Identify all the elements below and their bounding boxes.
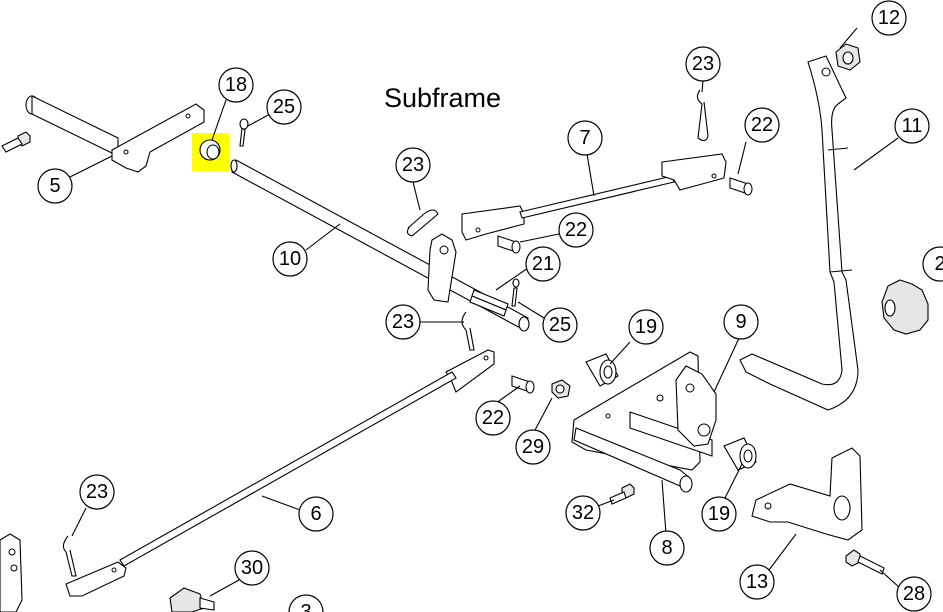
part-7-link-rod	[461, 153, 727, 241]
bolt-left	[1, 131, 31, 153]
part-22-pin-lower	[511, 375, 535, 394]
callout-19-lower: 19	[701, 496, 737, 532]
svg-text:23: 23	[692, 53, 714, 75]
svg-text:23: 23	[86, 481, 108, 503]
callout-25-lower: 25	[542, 307, 578, 343]
part-30-bolt	[169, 587, 215, 612]
callout-11: 11	[894, 108, 930, 144]
callout-6: 6	[298, 496, 334, 532]
callout-21: 21	[525, 246, 561, 282]
part-13-u-bracket	[751, 447, 863, 541]
svg-text:11: 11	[902, 115, 923, 137]
callout-22-mid: 22	[558, 212, 594, 248]
svg-text:25: 25	[549, 314, 571, 336]
part-19-bushing-lower	[723, 437, 757, 471]
callout-22-lower: 22	[475, 400, 511, 436]
callout-7: 7	[567, 120, 603, 156]
svg-text:30: 30	[241, 557, 263, 579]
part-12-nut	[835, 43, 861, 71]
svg-text:23: 23	[402, 154, 424, 176]
svg-text:25: 25	[273, 96, 295, 118]
part-19-bushing-upper	[585, 353, 619, 387]
callout-22-top: 22	[744, 107, 780, 143]
callout-19-upper: 19	[628, 309, 664, 345]
svg-text:10: 10	[279, 248, 301, 270]
svg-text:7: 7	[579, 127, 590, 149]
part-25-cotter-pin-top	[239, 118, 249, 147]
svg-text:22: 22	[751, 114, 773, 136]
callout-10: 10	[272, 241, 308, 277]
svg-text:9: 9	[735, 311, 746, 333]
svg-text:12: 12	[878, 7, 900, 29]
svg-text:19: 19	[708, 503, 730, 525]
svg-text:21: 21	[532, 253, 554, 275]
part-9-lever-plate	[675, 365, 717, 447]
svg-text:32: 32	[572, 502, 594, 524]
part-5-bracket	[25, 95, 205, 173]
callout-3: 3	[288, 594, 324, 612]
part-23-hairpin-clip-lower	[62, 535, 77, 577]
callout-9: 9	[723, 304, 759, 340]
svg-text:2: 2	[934, 253, 943, 275]
svg-text:8: 8	[661, 537, 672, 559]
svg-text:18: 18	[225, 74, 247, 96]
part-29-nut	[551, 379, 571, 399]
part-10-shaft	[230, 159, 530, 332]
part-25-cotter-pin-lower	[511, 278, 520, 307]
svg-text:6: 6	[310, 503, 321, 525]
svg-text:28: 28	[903, 583, 925, 605]
svg-text:22: 22	[565, 219, 587, 241]
part-23-hairpin-clip-center	[461, 311, 475, 351]
part-8-frame	[571, 351, 713, 493]
svg-text:29: 29	[522, 436, 544, 458]
part-32-bolt	[609, 483, 635, 505]
part-18-bushing	[192, 133, 229, 171]
callout-5: 5	[37, 168, 73, 204]
part-11-handle	[739, 55, 859, 411]
svg-text:23: 23	[392, 311, 414, 333]
callout-18: 18	[218, 67, 254, 103]
plate-fragment-bottom-left	[0, 533, 23, 612]
callout-23-lower: 23	[79, 474, 115, 510]
callout-8: 8	[649, 530, 685, 566]
svg-text:3: 3	[300, 601, 311, 612]
part-22-pin-top	[729, 177, 753, 196]
callout-25-top: 25	[266, 89, 302, 125]
svg-text:5: 5	[49, 175, 60, 197]
part-23-hairpin-clip-top	[696, 89, 709, 142]
part-23-hairpin-clip-mid	[406, 209, 439, 237]
diagram-title: Subframe	[384, 83, 501, 113]
part-28-bolt	[845, 549, 885, 575]
svg-text:13: 13	[746, 571, 768, 593]
callout-23-center: 23	[385, 304, 421, 340]
callout-2: 2	[922, 246, 943, 282]
callout-12: 12	[871, 0, 907, 36]
svg-text:22: 22	[482, 407, 504, 429]
callout-23-top: 23	[685, 46, 721, 82]
part-2-knob	[881, 279, 929, 335]
callout-13: 13	[739, 564, 775, 600]
callout-28: 28	[896, 576, 932, 612]
callout-29: 29	[515, 429, 551, 465]
part-6-link-rod	[65, 349, 495, 597]
leader-lines	[67, 27, 901, 597]
part-22-pin-mid	[497, 235, 521, 254]
callout-30: 30	[234, 550, 270, 586]
callout-23-mid: 23	[395, 147, 431, 183]
svg-text:19: 19	[635, 316, 657, 338]
part-21-key	[469, 289, 509, 317]
callout-32: 32	[565, 495, 601, 531]
